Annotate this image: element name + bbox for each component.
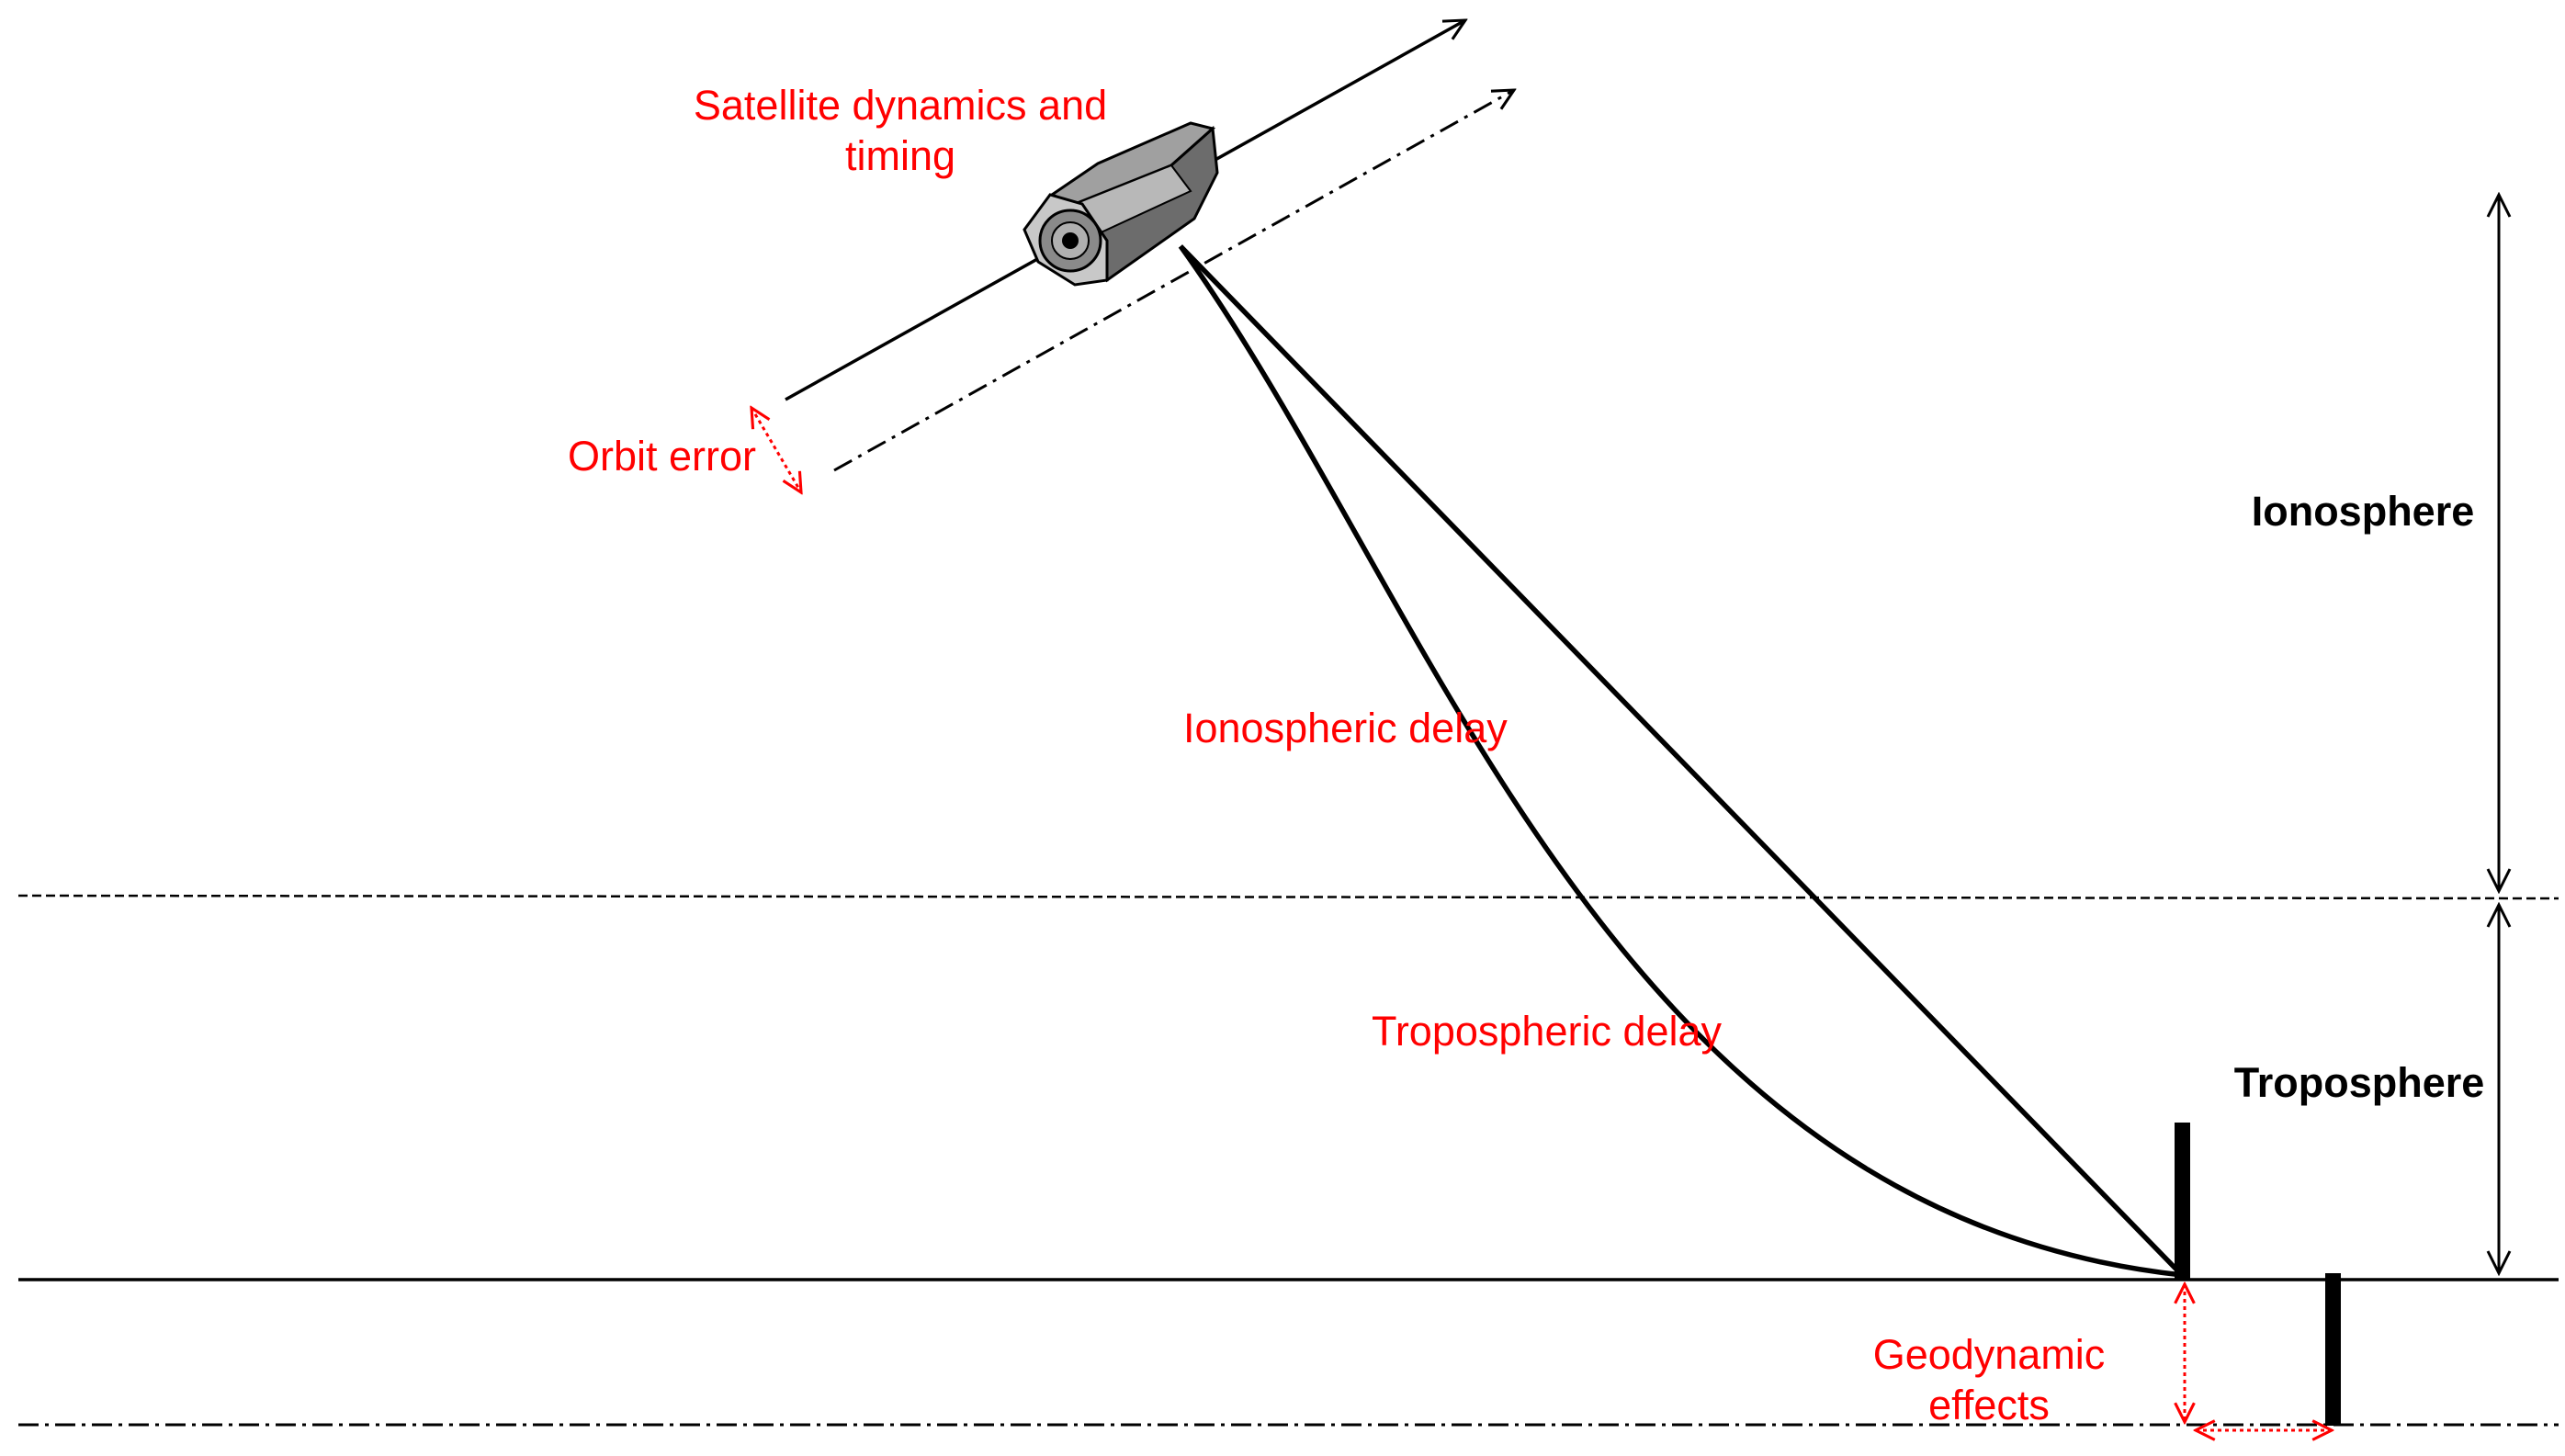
orbit-error-arrow — [751, 408, 801, 492]
satellite-timing-label: timing — [845, 132, 955, 179]
orbit-error-label: Orbit error — [568, 433, 756, 480]
straight-signal-path — [1179, 244, 2184, 1277]
ionospheric-delay-label: Ionospheric delay — [1183, 705, 1508, 751]
satellite-dynamics-label: Satellite dynamics and — [694, 82, 1107, 129]
curved-signal-path — [1178, 244, 2183, 1278]
computed-orbit-line — [833, 90, 1514, 472]
troposphere-label: Troposphere — [2234, 1059, 2485, 1106]
geodynamic-effects-label-line2: effects — [1928, 1382, 2050, 1428]
receiver-antenna-icon — [2175, 1123, 2190, 1279]
ionosphere-boundary-line — [17, 894, 2559, 900]
tropospheric-delay-label: Tropospheric delay — [1372, 1008, 1723, 1055]
geodynamic-effects-label-line1: Geodynamic — [1873, 1331, 2106, 1378]
satellite-icon — [1023, 121, 1219, 287]
ionosphere-label: Ionosphere — [2252, 488, 2475, 535]
displaced-receiver-antenna-icon — [2325, 1273, 2341, 1426]
